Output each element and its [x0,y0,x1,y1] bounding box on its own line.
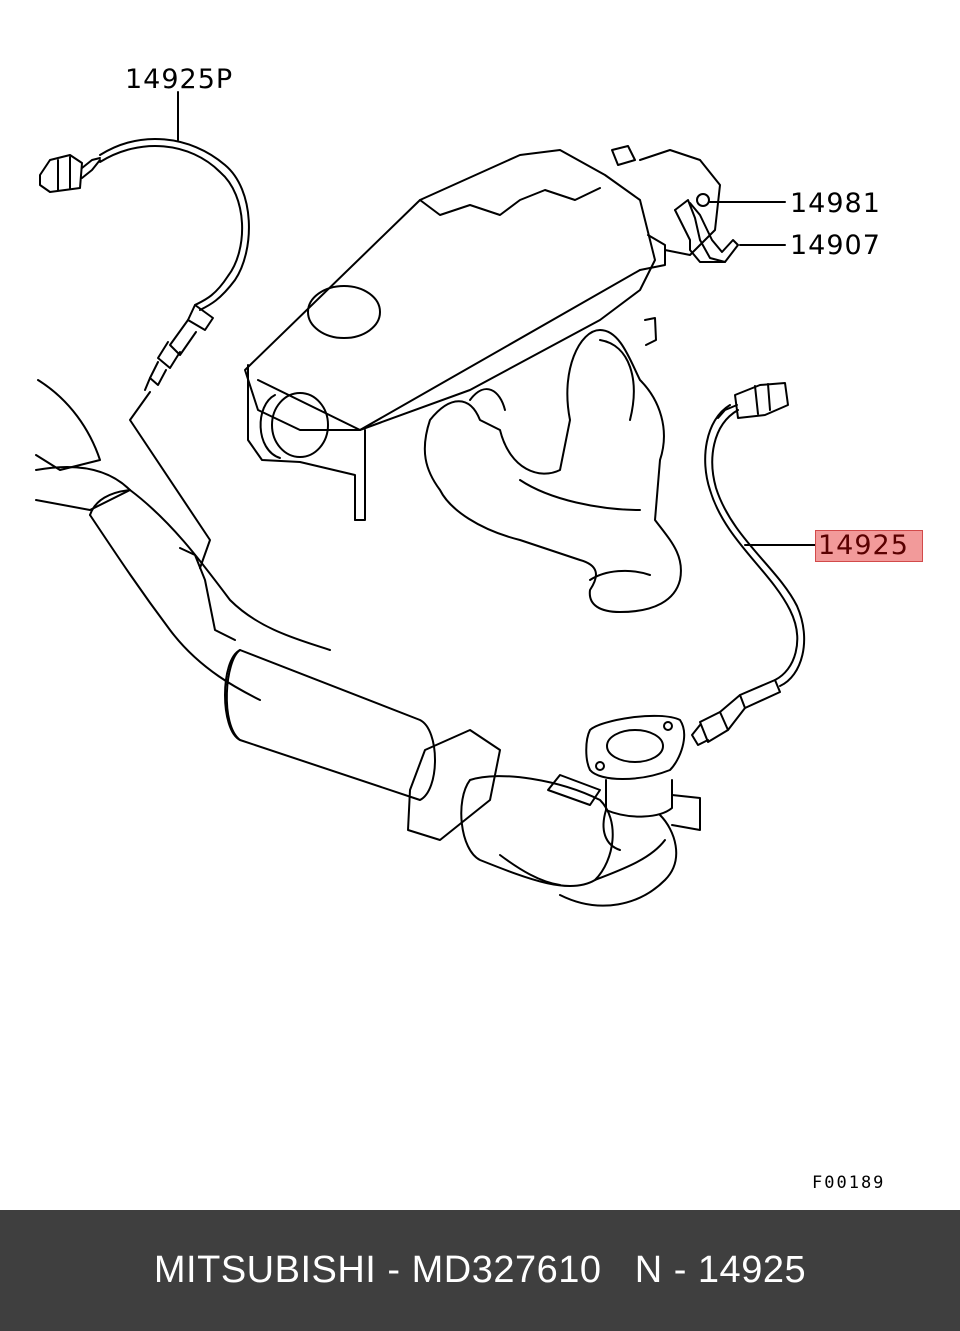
callout-bracket: 14907 [790,230,881,261]
rear-sensor-body [187,304,214,331]
bracket-and-bolt [674,193,739,263]
bracket-part [674,199,739,263]
rear-oxygen-sensor [39,138,250,391]
engine-cylinder-head [244,145,721,521]
exhaust-pipe-catalytic-converter [35,379,678,907]
rear-sensor-connector [39,154,83,193]
exhaust-manifold [423,317,682,613]
rear-sensor-wire [99,138,250,311]
part-number-label: MITSUBISHI - MD327610 N - 14925 [153,1249,807,1291]
footer-banner: MITSUBISHI - MD327610 N - 14925 [0,1210,960,1331]
converter-flange [407,729,501,841]
callout-bolt: 14981 [790,188,881,219]
oil-filler-cap [307,285,381,339]
front-sensor-wire [704,404,799,681]
callout-rear-oxygen-sensor: 14925P [125,64,234,95]
leader-lines [129,91,816,641]
sensor-mount-flange [585,714,701,851]
bolt-part [696,193,710,207]
front-sensor-connector [734,382,789,419]
exhaust-oxygen-sensor-diagram [35,91,816,907]
throttle-body-opening [271,392,329,458]
catalytic-converter-body [224,649,436,801]
front-oxygen-sensor [691,382,806,746]
figure-code: F00189 [812,1173,886,1193]
front-sensor-body [739,679,781,709]
callout-front-oxygen-sensor-highlighted: 14925 [815,530,923,562]
